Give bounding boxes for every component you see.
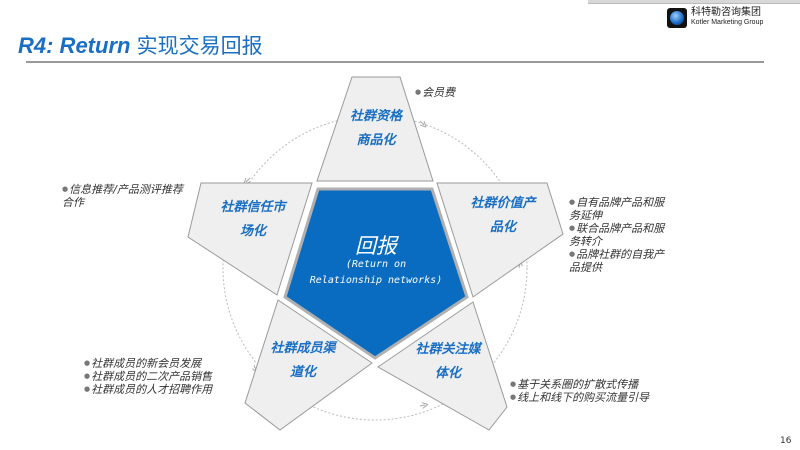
petal-label-bottom-left: 社群成员渠 道化 [260, 337, 346, 385]
note-right: 自有品牌产品和服 务延伸 联合品牌产品和服 务转介 品牌社群的自我产 品提供 [569, 196, 679, 274]
note-item: 自有品牌产品和服 [569, 196, 679, 209]
petal-text: 商品化 [356, 133, 396, 148]
petal-bottom-right [377, 301, 508, 431]
cycle-circle [222, 115, 528, 421]
petal-left [187, 182, 313, 296]
petal-text: 体化 [434, 366, 461, 381]
note-item: 社群成员的人才招聘作用 [84, 383, 212, 396]
arrow-icon [246, 177, 251, 182]
arrow-icon [419, 120, 424, 125]
logo-cn: 科特勒咨询集团 [691, 7, 761, 18]
note-left: 信息推荐/产品测评推荐 合作 [62, 183, 212, 209]
note-item: 线上和线下的购买流量引导 [510, 391, 649, 404]
petal-text: 社群信任市 [220, 200, 286, 215]
title-divider [26, 61, 764, 63]
note-item: 会员费 [415, 86, 455, 99]
logo-en: Kotler Marketing Group [691, 19, 764, 26]
center-pentagon [283, 187, 469, 360]
petal-label-left: 社群信任市 场化 [210, 196, 296, 244]
subtitle-line: Relationship networks) [309, 275, 443, 286]
logo-globe-icon [667, 8, 687, 28]
petal-text: 场化 [239, 224, 266, 239]
center-subtitle: (Return on Relationship networks) [290, 257, 462, 289]
subtitle-line: (Return on [345, 259, 407, 270]
note-item: 品牌社群的自我产 [569, 248, 679, 261]
petal-text: 社群关注媒 [415, 342, 481, 357]
note-item: 社群成员的二次产品销售 [84, 370, 212, 383]
petal-label-top: 社群资格 商品化 [330, 105, 422, 153]
logo: 科特勒咨询集团 Kotler Marketing Group [667, 8, 763, 28]
petal-text: 社群资格 [349, 109, 402, 124]
note-item: 务转介 [569, 235, 602, 248]
title-cn: 实现交易回报 [136, 34, 263, 58]
note-item: 合作 [62, 196, 84, 209]
petal-label-right: 社群价值产 品化 [460, 192, 546, 240]
arrow-icon [419, 405, 425, 406]
page-title: R4: Return 实现交易回报 [18, 30, 263, 60]
top-bar [588, 0, 800, 4]
title-en: R4: Return [18, 33, 131, 58]
note-item: 务延伸 [569, 209, 602, 222]
petal-label-bottom-right: 社群关注媒 体化 [405, 338, 491, 386]
page-number: 16 [780, 436, 792, 446]
note-item: 信息推荐/产品测评推荐 [62, 183, 212, 196]
note-item: 品提供 [569, 261, 602, 274]
petal-top [316, 76, 434, 182]
note-top: 会员费 [415, 86, 455, 99]
note-bottom-left: 社群成员的新会员发展 社群成员的二次产品销售 社群成员的人才招聘作用 [84, 357, 212, 396]
petal-text: 社群价值产 [470, 196, 536, 211]
petal-right [436, 182, 564, 298]
note-item: 社群成员的新会员发展 [84, 357, 212, 370]
note-bottom-right: 基于关系圈的扩散式传播 线上和线下的购买流量引导 [510, 378, 649, 404]
petal-bottom-left [244, 299, 373, 431]
petal-text: 品化 [489, 220, 516, 235]
petal-text: 道化 [289, 365, 316, 380]
note-item: 联合品牌产品和服 [569, 222, 679, 235]
petal-text: 社群成员渠 [270, 341, 336, 356]
center-title: 回报 [355, 234, 397, 258]
note-item: 基于关系圈的扩散式传播 [510, 378, 649, 391]
